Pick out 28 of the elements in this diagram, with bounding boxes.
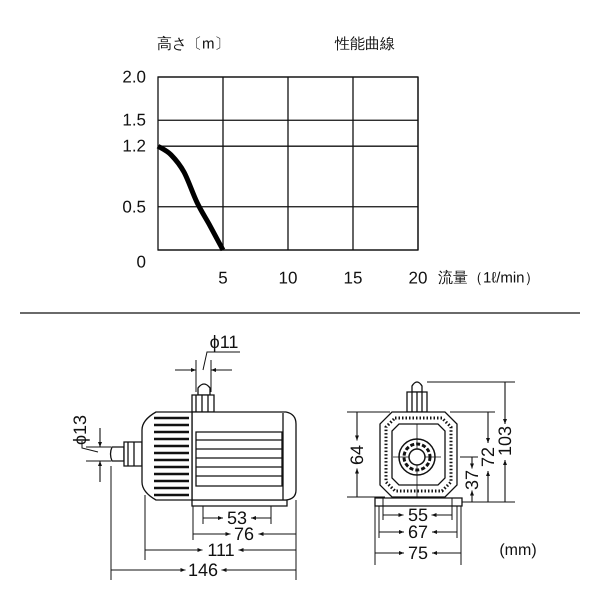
tick-label: 5 — [218, 270, 228, 286]
axis-title: 高さ〔m〕 — [157, 36, 230, 52]
dimension-label: 64 — [348, 444, 366, 466]
dimension-label: 146 — [188, 561, 218, 579]
tick-label: 15 — [344, 270, 362, 286]
leader-line — [202, 352, 240, 370]
chart-title: 性能曲線 — [335, 36, 395, 52]
diameter-label: ϕ11 — [210, 333, 238, 351]
tick-label: 10 — [278, 270, 298, 286]
unit-label: (mm) — [499, 543, 537, 559]
dimension-label: 75 — [408, 544, 428, 562]
tick-label: 1.2 — [122, 138, 146, 155]
dimension-label: 67 — [408, 523, 428, 541]
tick-label: 20 — [408, 270, 428, 286]
dimension-label: 37 — [463, 470, 481, 490]
tick-label: 0.5 — [122, 198, 146, 216]
leader-line — [82, 440, 98, 452]
dimension-label: 53 — [226, 509, 248, 527]
diameter-label: ϕ13 — [71, 414, 89, 446]
dimension-label: 76 — [234, 525, 254, 543]
dimension-label: 103 — [496, 426, 514, 456]
dimension-label: 55 — [408, 506, 428, 524]
tick-label: 1.5 — [122, 112, 146, 129]
dimension-label: 111 — [207, 541, 235, 559]
axis-title: 流量（1ℓ/min） — [438, 270, 540, 286]
tick-label: 0 — [136, 254, 146, 270]
dimension-label: 72 — [479, 446, 497, 468]
tick-label: 2.0 — [122, 68, 146, 86]
